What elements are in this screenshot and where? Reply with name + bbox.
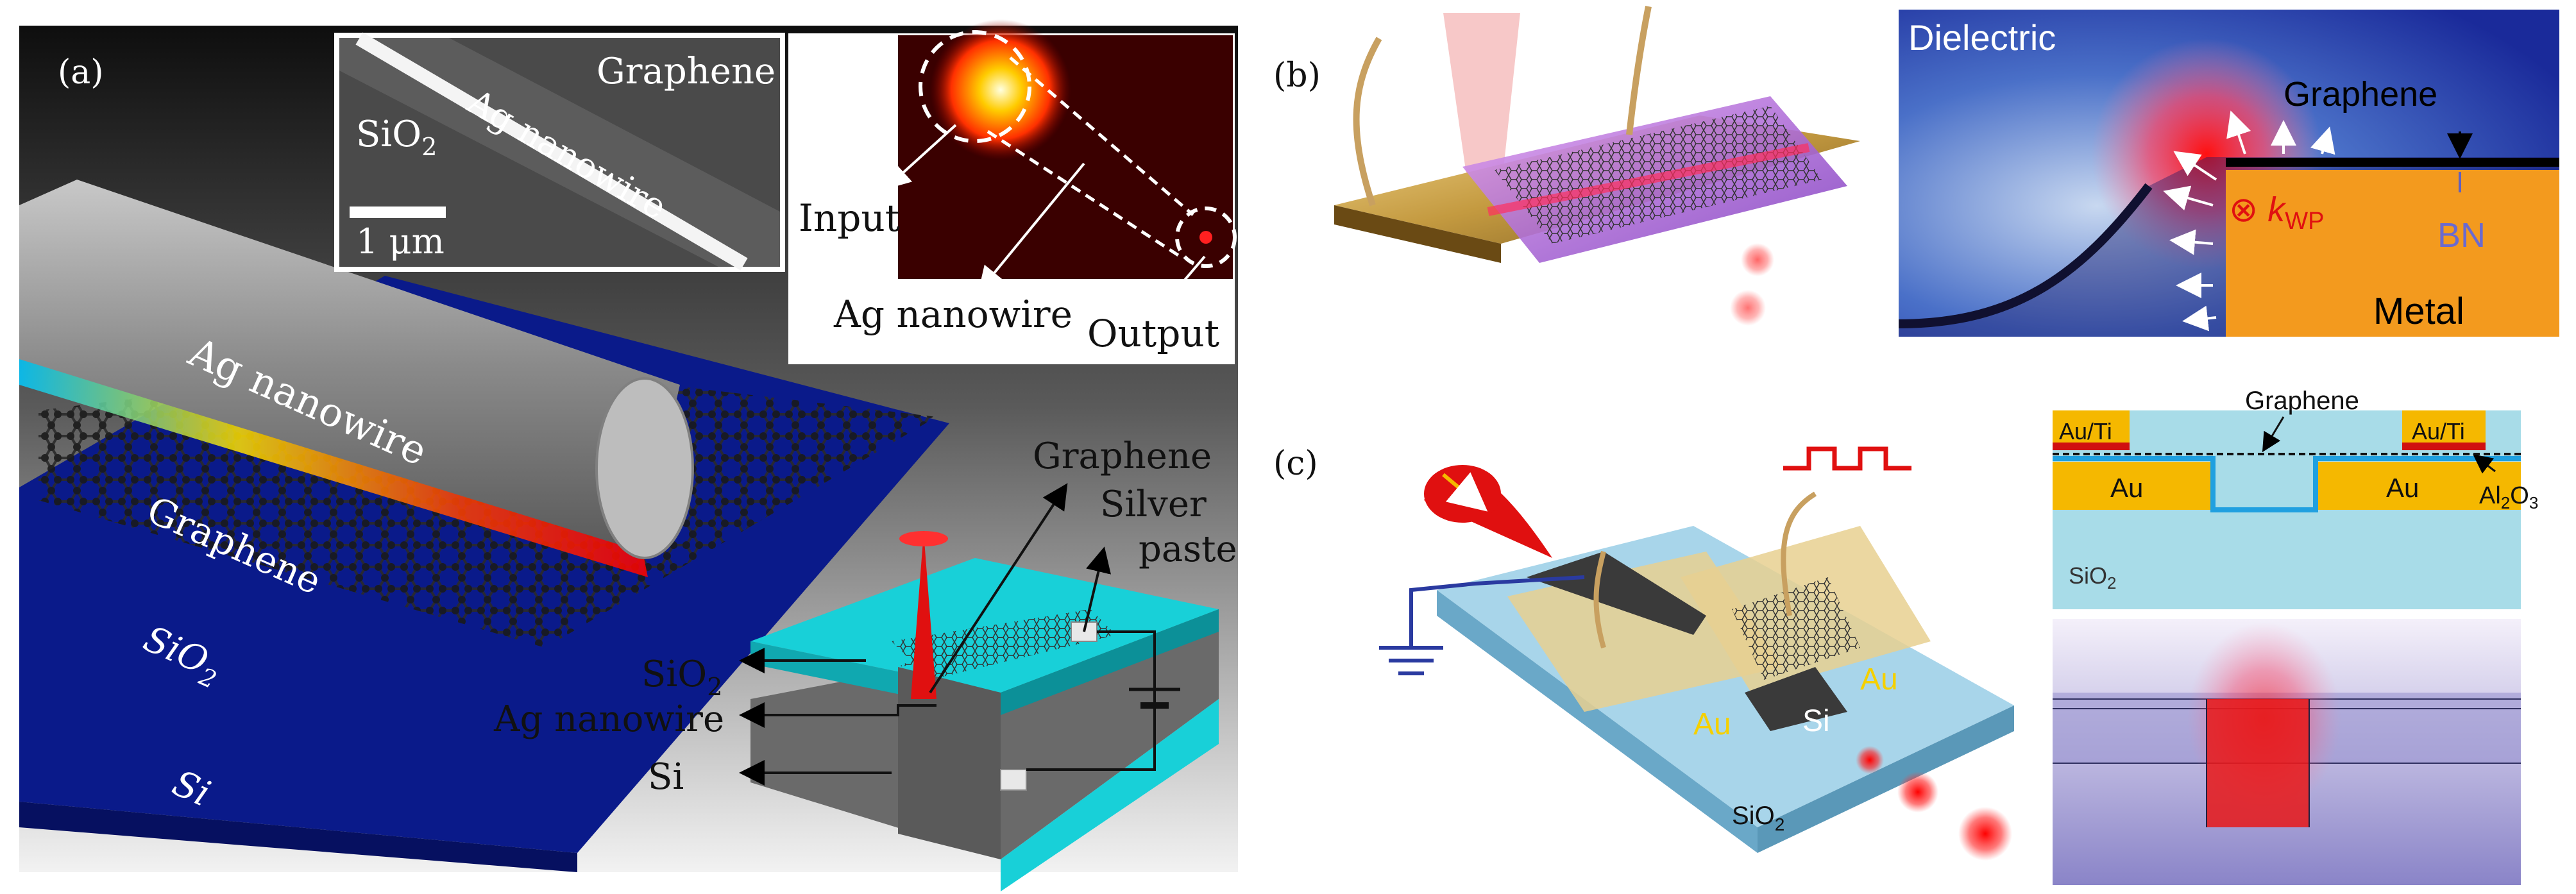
silver-paste-label-2: paste: [1139, 528, 1237, 570]
device-wire-label: Ag nanowire: [493, 698, 724, 740]
panel-b: (b): [1273, 6, 2559, 337]
si-label-c: Si: [1802, 704, 1830, 738]
panel-c-device: Au Au Si SiO2: [1379, 446, 2014, 861]
metal-label: Metal: [2373, 291, 2464, 332]
graphene-label-b: Graphene: [2284, 75, 2437, 114]
laser-beam: [1443, 13, 1520, 192]
device-sio2-label: SiO2: [641, 654, 722, 701]
input-circle: [919, 30, 1031, 143]
graphene-label-c: Graphene: [2245, 387, 2359, 415]
panel-c: (c) Au Au Si SiO2: [1273, 387, 2538, 885]
probe-wire-right: [1626, 6, 1652, 135]
graphene-sheet: [2226, 158, 2559, 167]
si-waveguide-left: [1527, 552, 1706, 635]
output-circle: [1175, 207, 1237, 268]
ag-nanowire-cylinder: [19, 180, 680, 552]
field-hotspot: [2207, 699, 2309, 827]
probe-right: [1781, 491, 1817, 616]
panel-a: SiO2 Ag nanowire Graphene 1 μm Input Ag …: [19, 19, 1238, 891]
au-left-label-c: Au: [2110, 473, 2143, 503]
au-right-label-c: Au: [2386, 473, 2419, 503]
sio2-label-cross: SiO2: [2069, 562, 2116, 593]
probe-left: [1593, 551, 1606, 649]
panel-b-cross-section: Dielectric Graphene ⊗ kWP BN Metal: [1898, 10, 2559, 337]
panel-c-label: (c): [1273, 444, 1318, 483]
nanowire-end-cap: [595, 377, 694, 559]
panel-a-label: (a): [58, 53, 104, 92]
probe-wire-left: [1353, 37, 1382, 207]
device-si-label: Si: [648, 756, 684, 798]
sem-sio2-label: SiO2: [356, 114, 437, 161]
metal-block: [2226, 170, 2559, 337]
panel-c-cross-section: Graphene Au/Ti Au/Ti Au Au Al2O3 SiO2: [2053, 387, 2538, 609]
laser-cone: [911, 532, 936, 699]
si-waveguide-right: [1745, 667, 1847, 731]
input-label: Input: [799, 196, 900, 240]
au-block-left: [2053, 462, 2213, 510]
silver-paste-pad-bottom: [1000, 769, 1027, 791]
optical-wire-label: Ag nanowire: [833, 292, 1072, 336]
au-right-label: Au: [1860, 662, 1898, 696]
signal-waveform: [1783, 446, 1911, 471]
dielectric-label: Dielectric: [1908, 17, 2056, 58]
al2o3-layer: [2053, 456, 2521, 512]
auti-left-label: Au/Ti: [2059, 418, 2112, 444]
auti-right-label: Au/Ti: [2412, 418, 2465, 444]
circuit-wire: [1026, 630, 1156, 771]
optical-inset: Input Ag nanowire Output: [788, 19, 1237, 364]
al2o3-label: Al2O3: [2479, 482, 2538, 512]
device-graphene-label: Graphene: [1033, 435, 1212, 477]
device-schematic: Graphene Silver paste SiO2 Ag nanowire S…: [493, 435, 1237, 891]
bn-label: BN: [2437, 216, 2486, 255]
panel-b-device: [1334, 6, 1860, 326]
scale-label: 1 μm: [356, 221, 445, 262]
si-substrate-edge: [19, 802, 577, 872]
au-left-label: Au: [1693, 707, 1731, 741]
panel-b-label: (b): [1273, 56, 1321, 95]
sem-graphene-label: Graphene: [597, 51, 775, 92]
silver-paste-label-1: Silver: [1100, 484, 1207, 525]
panel-c-field-map: [2053, 619, 2521, 885]
sem-inset: SiO2 Ag nanowire Graphene 1 μm: [334, 32, 785, 272]
sio2-label-c: SiO2: [1732, 802, 1784, 834]
scale-bar: [350, 207, 446, 218]
output-label: Output: [1087, 312, 1219, 355]
